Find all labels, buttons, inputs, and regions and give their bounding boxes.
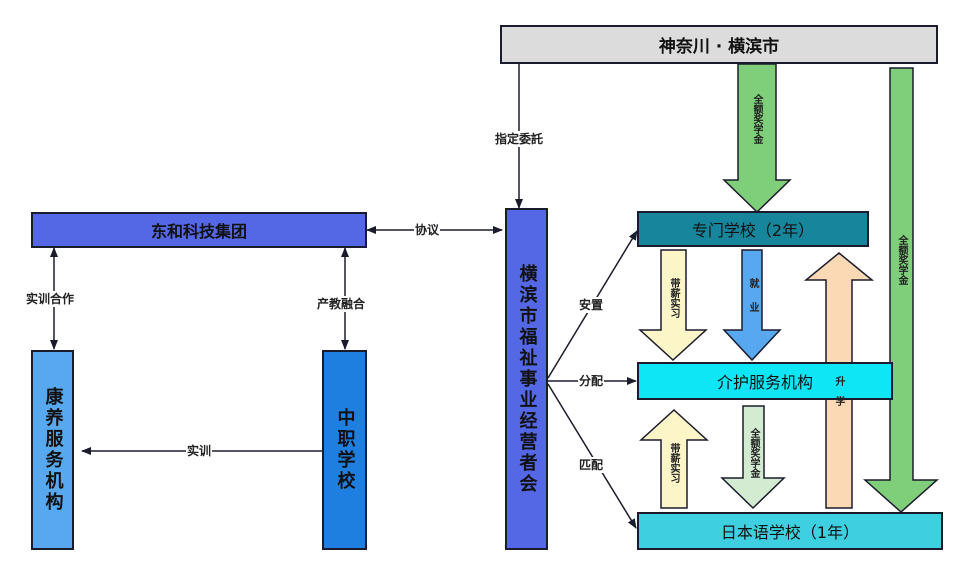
care-institution-label: 介护服务机构 [716,373,813,392]
language-school-box: 日本语学校（1年） [637,512,943,550]
label-designated-entrust: 指定委託 [494,131,545,147]
arrow-paid-internship-bottom [639,408,709,509]
arrow-employment [722,249,782,362]
association-box: 横滨市福祉事业经营者会 [505,208,548,550]
label-advancement: 升学 [833,376,844,416]
vocational-school-box: 专门学校（2年） [637,211,869,247]
label-paid-internship-top: 带薪实习 [668,278,679,318]
city-label: 神奈川 · 横滨市 [658,37,780,57]
label-training-cooperation: 实训合作 [25,291,76,307]
arrow-full-scholarship-right [863,67,939,514]
label-practical-training: 实训 [186,443,213,459]
vocational-school-label: 专门学校（2年） [691,221,815,240]
arrow-paid-internship-top [638,249,708,362]
label-matching: 匹配 [578,457,605,473]
city-box: 神奈川 · 横滨市 [500,25,938,64]
label-paid-internship-bottom: 带薪实习 [668,443,679,483]
line-matching [547,383,637,529]
arrow-full-scholarship-top [722,63,792,214]
secondary-school-box: 中职学校 [322,350,367,550]
secondary-school-label: 中职学校 [334,408,356,492]
kangyang-institution-label: 康养服务机构 [42,387,64,513]
group-box: 东和科技集团 [31,212,367,248]
kangyang-institution-box: 康养服务机构 [31,350,74,550]
care-institution-box: 介护服务机构 [637,362,893,400]
label-full-scholarship-top: 全额奖学金 [751,94,762,144]
label-industry-education: 产教融合 [316,296,367,312]
label-employment: 就业 [747,278,758,326]
label-full-scholarship-mid: 全额奖学金 [748,428,759,478]
label-full-scholarship-right: 全额奖学金 [896,235,907,285]
label-allocation: 分配 [578,373,605,389]
language-school-label: 日本语学校（1年） [720,523,860,542]
label-placement: 安置 [578,297,605,313]
association-label: 横滨市福祉事业经营者会 [516,263,538,495]
group-label: 东和科技集团 [150,222,247,241]
arrow-full-scholarship-mid [720,405,786,510]
label-agreement: 协议 [414,222,441,238]
